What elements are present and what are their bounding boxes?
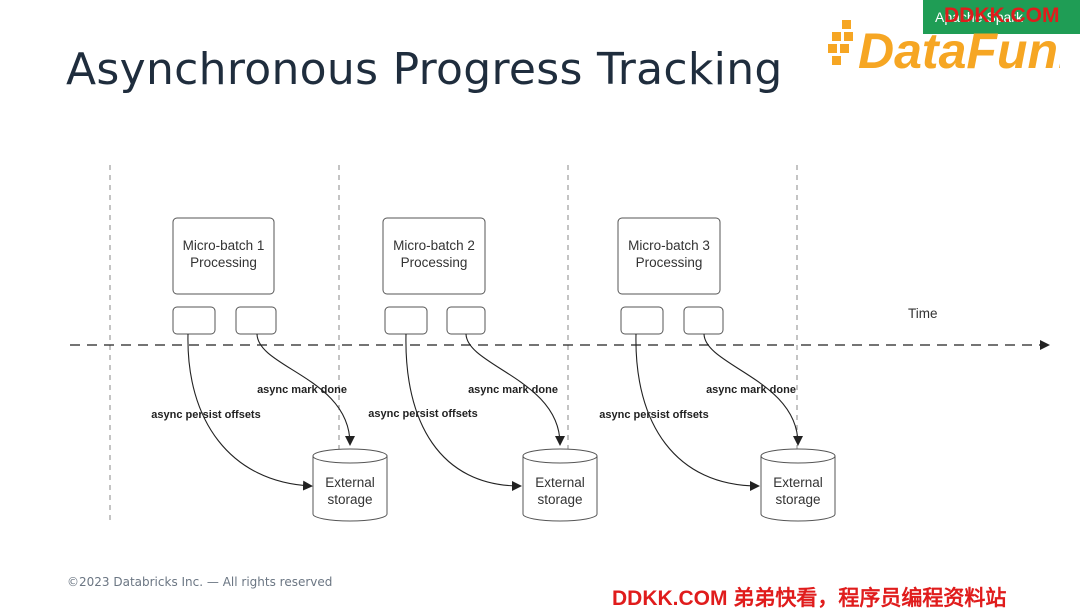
persist-arrow-2 — [405, 333, 522, 491]
processing-label-2a: Micro-batch 2 — [393, 238, 475, 253]
storage-1: External storage — [312, 448, 388, 522]
offset-box-3 — [620, 306, 664, 335]
storage-3: External storage — [760, 448, 836, 522]
processing-label-3b: Processing — [636, 255, 703, 270]
mark-label-2: async mark done — [468, 384, 558, 396]
persist-arrow-1 — [187, 333, 313, 491]
persist-label-3: async persist offsets — [599, 409, 708, 421]
batch-1: Micro-batch 1 Processing async mark done… — [151, 217, 388, 522]
storage-label-1b: storage — [327, 492, 372, 507]
time-label: Time — [908, 306, 938, 321]
mark-arrow-1 — [256, 333, 355, 446]
mark-label-1: async mark done — [257, 384, 347, 396]
offset-box-1 — [172, 306, 216, 335]
logo-pixel-mark — [828, 20, 853, 65]
persist-label-2: async persist offsets — [368, 408, 477, 420]
persist-label-1: async persist offsets — [151, 409, 260, 421]
processing-box-2 — [382, 217, 486, 295]
storage-label-3b: storage — [775, 492, 820, 507]
processing-box-1 — [172, 217, 275, 295]
processing-label-2b: Processing — [401, 255, 468, 270]
mark-arrow-2 — [465, 333, 565, 446]
watermark-top: DDKK.COM — [944, 4, 1060, 27]
datafun-logo: DataFun. — [828, 20, 1060, 76]
batch-2: Micro-batch 2 Processing async mark done… — [368, 217, 598, 522]
storage-label-1a: External — [325, 475, 375, 490]
storage-label-2a: External — [535, 475, 585, 490]
commit-box-2 — [446, 306, 486, 335]
processing-label-1b: Processing — [190, 255, 257, 270]
processing-label-3a: Micro-batch 3 — [628, 238, 710, 253]
corner-tag: Apache Spark — [923, 0, 1080, 34]
mark-arrow-3 — [703, 333, 803, 446]
processing-box-3 — [617, 217, 721, 295]
commit-box-3 — [683, 306, 724, 335]
mark-label-3: async mark done — [706, 384, 796, 396]
time-axis-arrowhead — [1040, 340, 1050, 350]
storage-2: External storage — [522, 448, 598, 522]
offset-box-2 — [384, 306, 428, 335]
processing-label-1a: Micro-batch 1 — [183, 238, 265, 253]
slide-title: Asynchronous Progress Tracking — [66, 44, 783, 95]
copyright-footer: ©2023 Databricks Inc. — All rights reser… — [67, 575, 333, 589]
persist-arrow-3 — [635, 333, 760, 491]
batch-3: Micro-batch 3 Processing async mark done… — [599, 217, 836, 522]
logo-text: DataFun. — [858, 23, 1060, 76]
commit-box-1 — [235, 306, 277, 335]
storage-label-2b: storage — [537, 492, 582, 507]
storage-label-3a: External — [773, 475, 823, 490]
watermark-bottom: DDKK.COM 弟弟快看，程序员编程资料站 — [612, 587, 1007, 610]
